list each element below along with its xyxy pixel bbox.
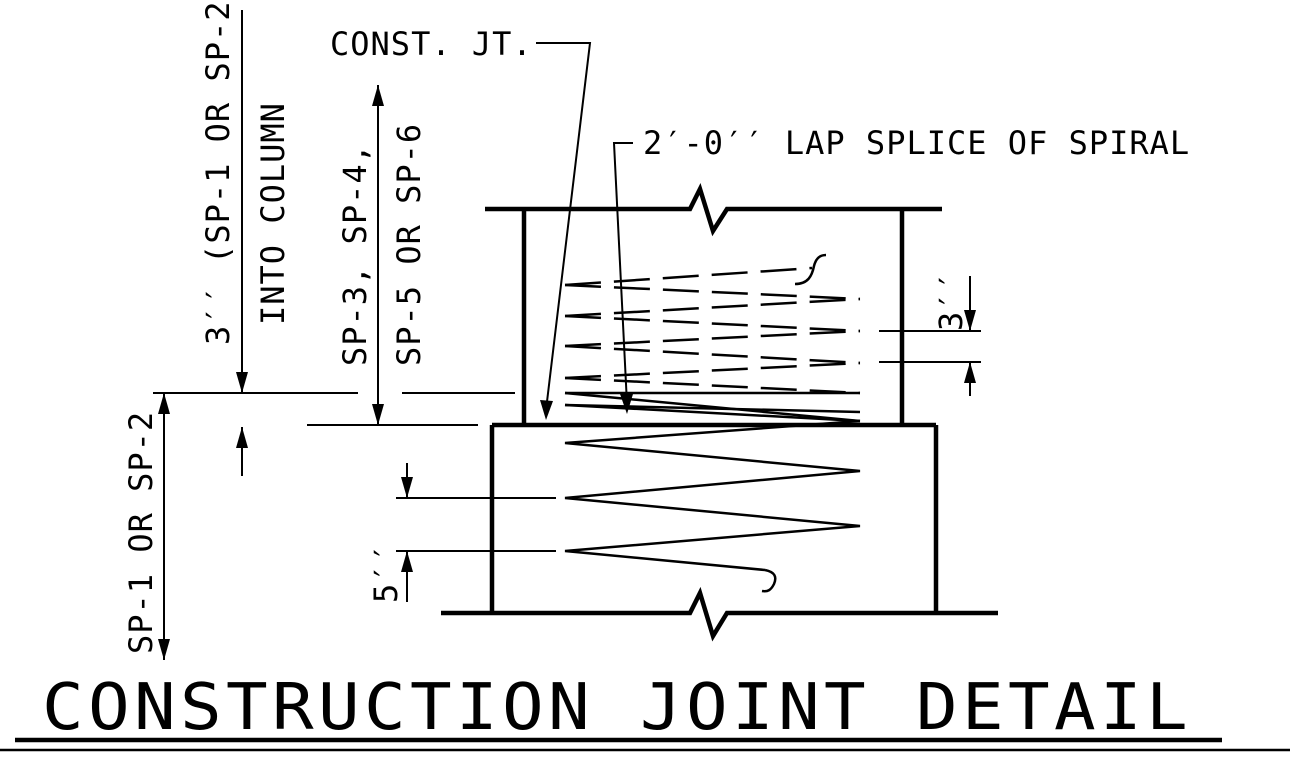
into-column-text-1: 3′′ (SP-1 OR SP-2) [199, 0, 237, 345]
arrowhead-down [236, 372, 248, 393]
arrowhead-up [964, 362, 976, 383]
dim-upper-spiral: SP-3, SP-4, SP-5 OR SP-6 [336, 85, 428, 425]
upper-spiral-text-1: SP-3, SP-4, [336, 143, 374, 366]
dim-lower-spiral: SP-1 OR SP-2 [122, 393, 170, 660]
arrowhead [620, 394, 633, 414]
dim-pitch-upper: 3′′ [879, 270, 981, 396]
dim-pitch-lower: 5′′ [367, 463, 556, 603]
into-column-text-2: INTO COLUMN [254, 102, 292, 325]
spiral-dash [564, 376, 861, 395]
spiral-dash [564, 361, 861, 380]
upper-column [485, 182, 942, 425]
arrowhead-up [401, 551, 413, 572]
spiral-dash [564, 297, 861, 318]
arrowhead-down [158, 639, 170, 660]
spiral-end-hook [761, 568, 777, 593]
lap-splice-leader: 2′-0′′ LAP SPLICE OF SPIRAL [612, 124, 1190, 414]
spiral-zigzag [564, 419, 861, 572]
arrowhead-up [372, 85, 384, 106]
arrowhead [540, 400, 553, 420]
lower-spiral [564, 419, 861, 593]
const-jt-leader: CONST. JT. [330, 25, 592, 420]
spiral-lap [564, 403, 861, 414]
title-block: CONSTRUCTION JOINT DETAIL [0, 671, 1290, 752]
upper-spiral [564, 253, 861, 423]
spiral-end-hook [794, 253, 827, 286]
lower-footing [441, 422, 998, 642]
upper-break-line [485, 182, 942, 237]
spiral-dash [564, 329, 861, 348]
arrowhead-up [158, 393, 170, 414]
lower-spiral-text: SP-1 OR SP-2 [122, 411, 160, 654]
spiral-lap [564, 391, 861, 423]
spiral-dash [564, 314, 861, 333]
arrowhead-down [401, 477, 413, 498]
lap-splice-label: 2′-0′′ LAP SPLICE OF SPIRAL [643, 124, 1190, 162]
spiral-dash [564, 266, 813, 287]
spiral-dash [564, 283, 861, 301]
spiral-lap [564, 403, 861, 423]
dim-into-column: 3′′ (SP-1 OR SP-2) INTO COLUMN [153, 0, 515, 476]
arrowhead-up [236, 427, 248, 448]
drawing-title: CONSTRUCTION JOINT DETAIL [42, 671, 1192, 745]
const-jt-label: CONST. JT. [330, 25, 533, 63]
lower-break-line [441, 586, 998, 642]
spiral-dash [564, 344, 861, 365]
pitch-lower-text: 5′′ [367, 542, 405, 603]
pitch-upper-text: 3′′ [932, 270, 970, 331]
leader-line [536, 42, 592, 411]
arrowhead-down [964, 310, 976, 331]
upper-spiral-text-2: SP-5 OR SP-6 [390, 123, 428, 366]
leader-line [612, 142, 633, 405]
arrowhead-down [372, 404, 384, 425]
